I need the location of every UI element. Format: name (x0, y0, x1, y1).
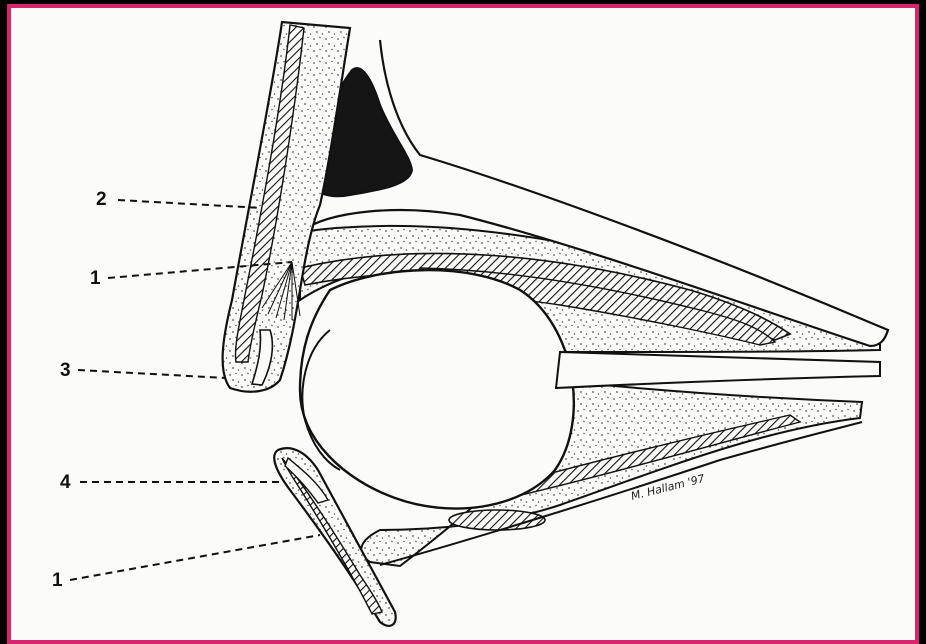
label-3: 3 (60, 360, 71, 381)
label-lower-1: 1 (52, 570, 63, 591)
label-2: 2 (96, 189, 107, 210)
label-upper-1: 1 (90, 268, 101, 289)
label-4: 4 (60, 472, 71, 493)
